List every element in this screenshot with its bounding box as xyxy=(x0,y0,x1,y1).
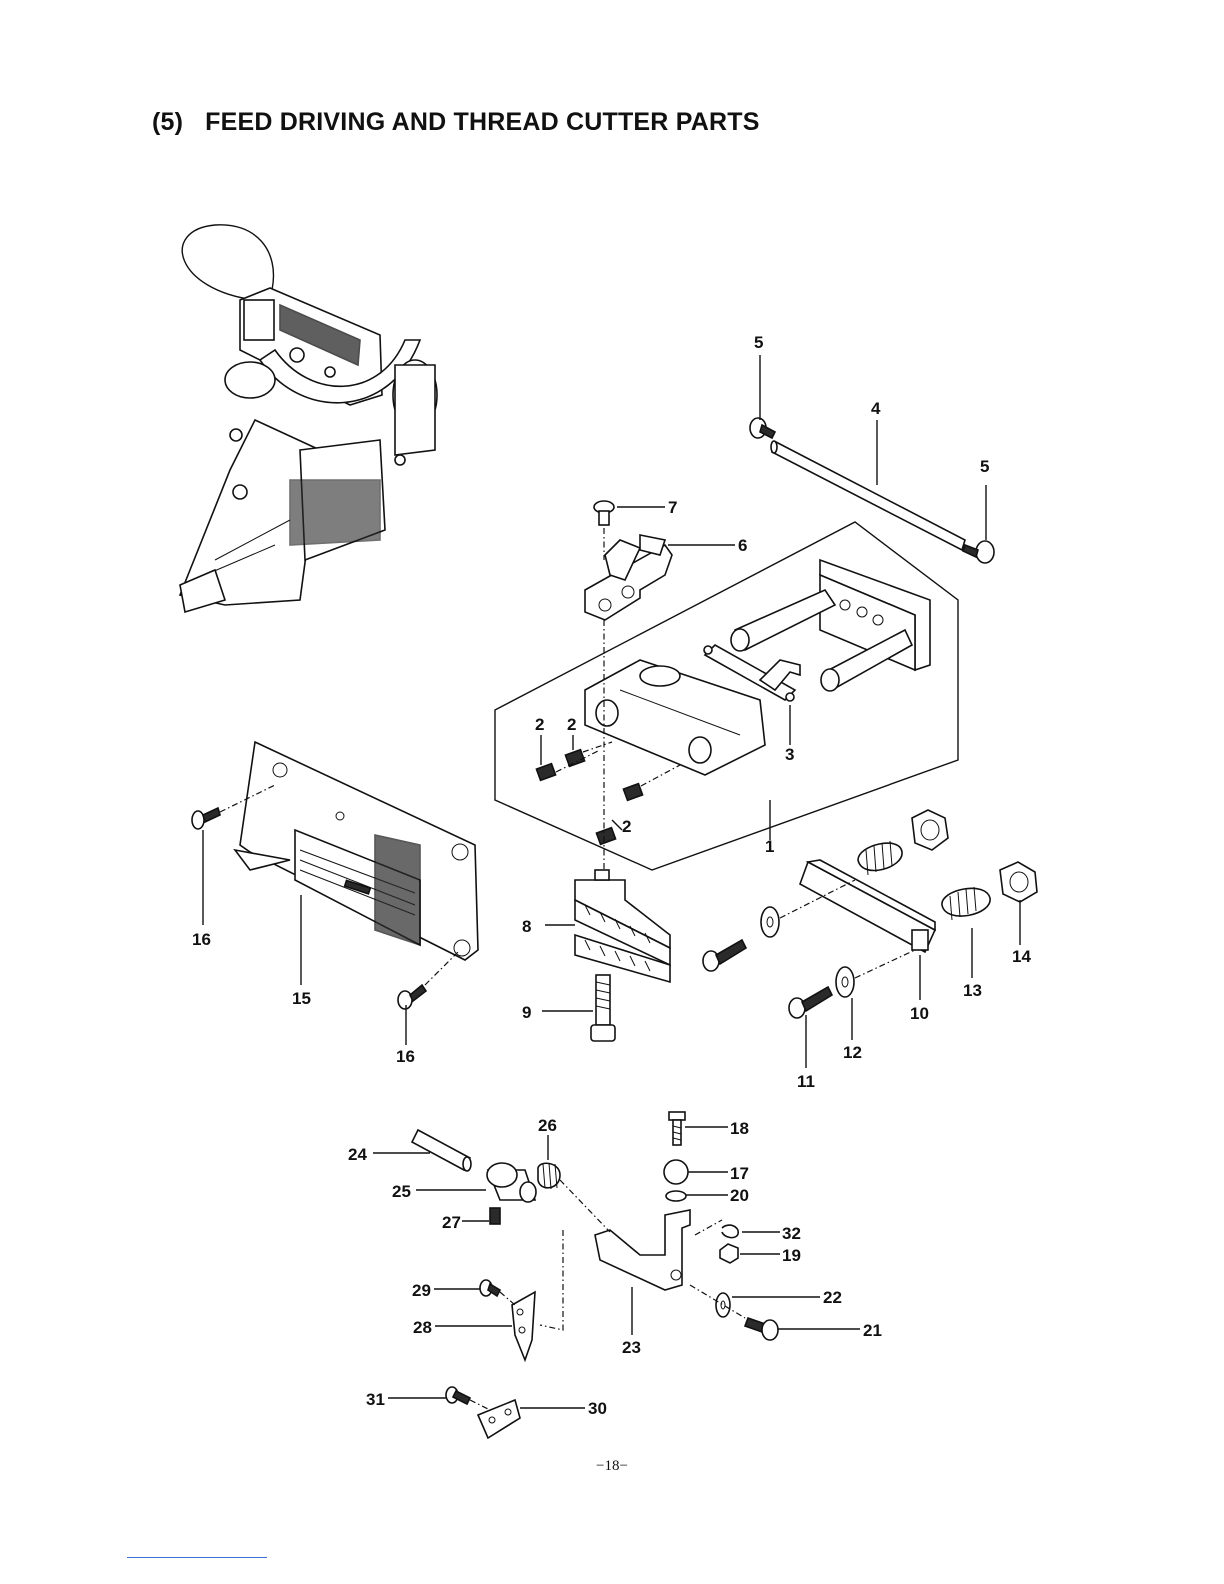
part-7-screw xyxy=(594,501,614,525)
part-11-screws xyxy=(703,940,832,1018)
part-6-clamp xyxy=(585,535,672,620)
callout-9: 9 xyxy=(522,1003,531,1022)
part-24-pin xyxy=(412,1130,471,1171)
callout-14: 14 xyxy=(1012,947,1031,966)
part-25-collar xyxy=(487,1163,536,1202)
part-29-screw xyxy=(480,1280,500,1296)
part-20-washer xyxy=(666,1191,686,1201)
callout-1: 1 xyxy=(765,837,774,856)
part-27-set-screw xyxy=(490,1208,500,1224)
callout-4: 4 xyxy=(871,399,881,418)
callout-23: 23 xyxy=(622,1338,641,1357)
axis-line-nut xyxy=(695,1220,722,1235)
callout-22: 22 xyxy=(823,1288,842,1307)
callout-6: 6 xyxy=(738,536,747,555)
callout-2c: 2 xyxy=(622,817,631,836)
callout-32: 32 xyxy=(782,1224,801,1243)
callout-21: 21 xyxy=(863,1321,882,1340)
callout-16b: 16 xyxy=(396,1047,415,1066)
callout-28: 28 xyxy=(413,1318,432,1337)
callout-16a: 16 xyxy=(192,930,211,949)
callout-25: 25 xyxy=(392,1182,411,1201)
part-8-feed-dog xyxy=(575,870,670,982)
callout-15: 15 xyxy=(292,989,311,1008)
callout-18: 18 xyxy=(730,1119,749,1138)
callout-7: 7 xyxy=(668,498,677,517)
part-15-throat-plate xyxy=(235,742,478,960)
part-21-screw xyxy=(690,1285,778,1340)
callout-2a: 2 xyxy=(535,715,544,734)
part-5-pin-right xyxy=(963,541,994,563)
callout-5b: 5 xyxy=(980,457,989,476)
part-23-cutter-arm xyxy=(540,1180,690,1330)
callout-3: 3 xyxy=(785,745,794,764)
part-9-bolt xyxy=(591,975,615,1041)
machine-overview-illustration xyxy=(180,225,437,612)
part-32-ring xyxy=(722,1225,738,1238)
callout-20: 20 xyxy=(730,1186,749,1205)
part-4-shaft xyxy=(771,441,965,550)
callout-17: 17 xyxy=(730,1164,749,1183)
callout-11: 11 xyxy=(797,1072,815,1091)
page-number: −18− xyxy=(0,1458,1224,1475)
part-22-washer xyxy=(716,1293,730,1317)
callout-13: 13 xyxy=(963,981,982,1000)
callout-8: 8 xyxy=(522,917,531,936)
callout-5a: 5 xyxy=(754,333,763,352)
callout-30: 30 xyxy=(588,1399,607,1418)
callout-24: 24 xyxy=(348,1145,367,1164)
part-17-ball xyxy=(664,1160,688,1184)
callout-26: 26 xyxy=(538,1116,557,1135)
part-30-knife xyxy=(478,1400,520,1438)
callout-29: 29 xyxy=(412,1281,431,1300)
hyperlink-underline[interactable] xyxy=(127,1557,267,1558)
callout-10: 10 xyxy=(910,1004,929,1023)
part-26-spring xyxy=(538,1163,560,1189)
callout-27: 27 xyxy=(442,1213,461,1232)
callout-2b: 2 xyxy=(567,715,576,734)
callout-12: 12 xyxy=(843,1043,862,1062)
callout-31: 31 xyxy=(366,1390,385,1409)
part-18-bolt xyxy=(669,1112,685,1145)
callout-19: 19 xyxy=(782,1246,801,1265)
part-2-set-screws xyxy=(536,742,680,844)
part-19-nut xyxy=(720,1244,738,1263)
part-5-pin-left xyxy=(750,418,775,438)
part-31-screw xyxy=(446,1387,490,1410)
